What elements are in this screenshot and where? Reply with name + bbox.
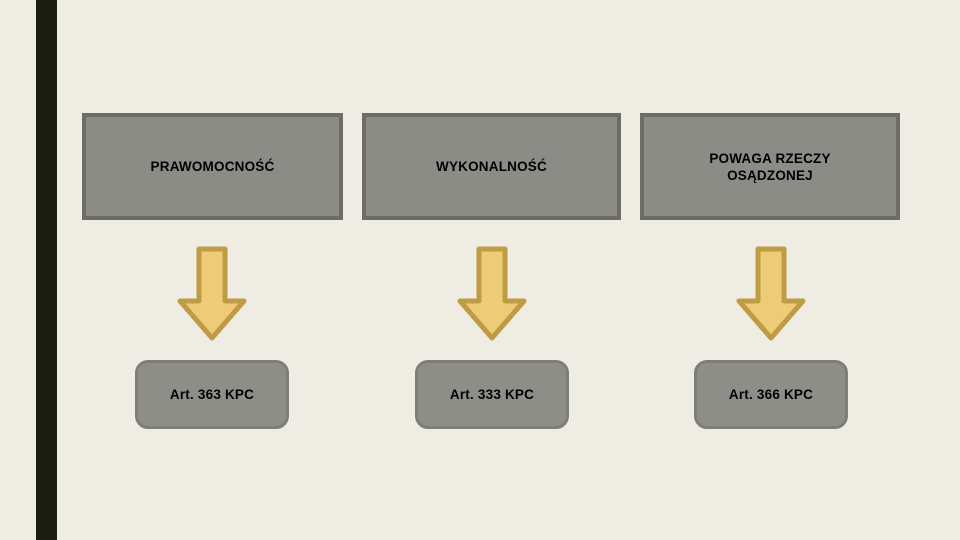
down-arrow-icon (177, 246, 247, 341)
reference-label: Art. 333 KPC (449, 387, 535, 402)
concept-label: WYKONALNOŚĆ (436, 159, 547, 174)
down-arrow-icon (457, 246, 527, 341)
reference-label: Art. 363 KPC (169, 387, 255, 402)
concept-label: PRAWOMOCNOŚĆ (150, 159, 275, 174)
concept-box-wykonalnosc: WYKONALNOŚĆ (362, 113, 621, 220)
reference-box-art-333-kpc: Art. 333 KPC (415, 360, 569, 429)
concept-label: POWAGA RZECZY OSĄDZONEJ (709, 150, 831, 183)
down-arrow-icon (736, 246, 806, 341)
concept-box-powaga-rzeczy-osadzonej: POWAGA RZECZY OSĄDZONEJ (640, 113, 900, 220)
reference-box-art-363-kpc: Art. 363 KPC (135, 360, 289, 429)
reference-label: Art. 366 KPC (728, 387, 814, 402)
concept-box-prawomocnosc: PRAWOMOCNOŚĆ (82, 113, 343, 220)
reference-box-art-366-kpc: Art. 366 KPC (694, 360, 848, 429)
left-accent-stripe (36, 0, 57, 540)
